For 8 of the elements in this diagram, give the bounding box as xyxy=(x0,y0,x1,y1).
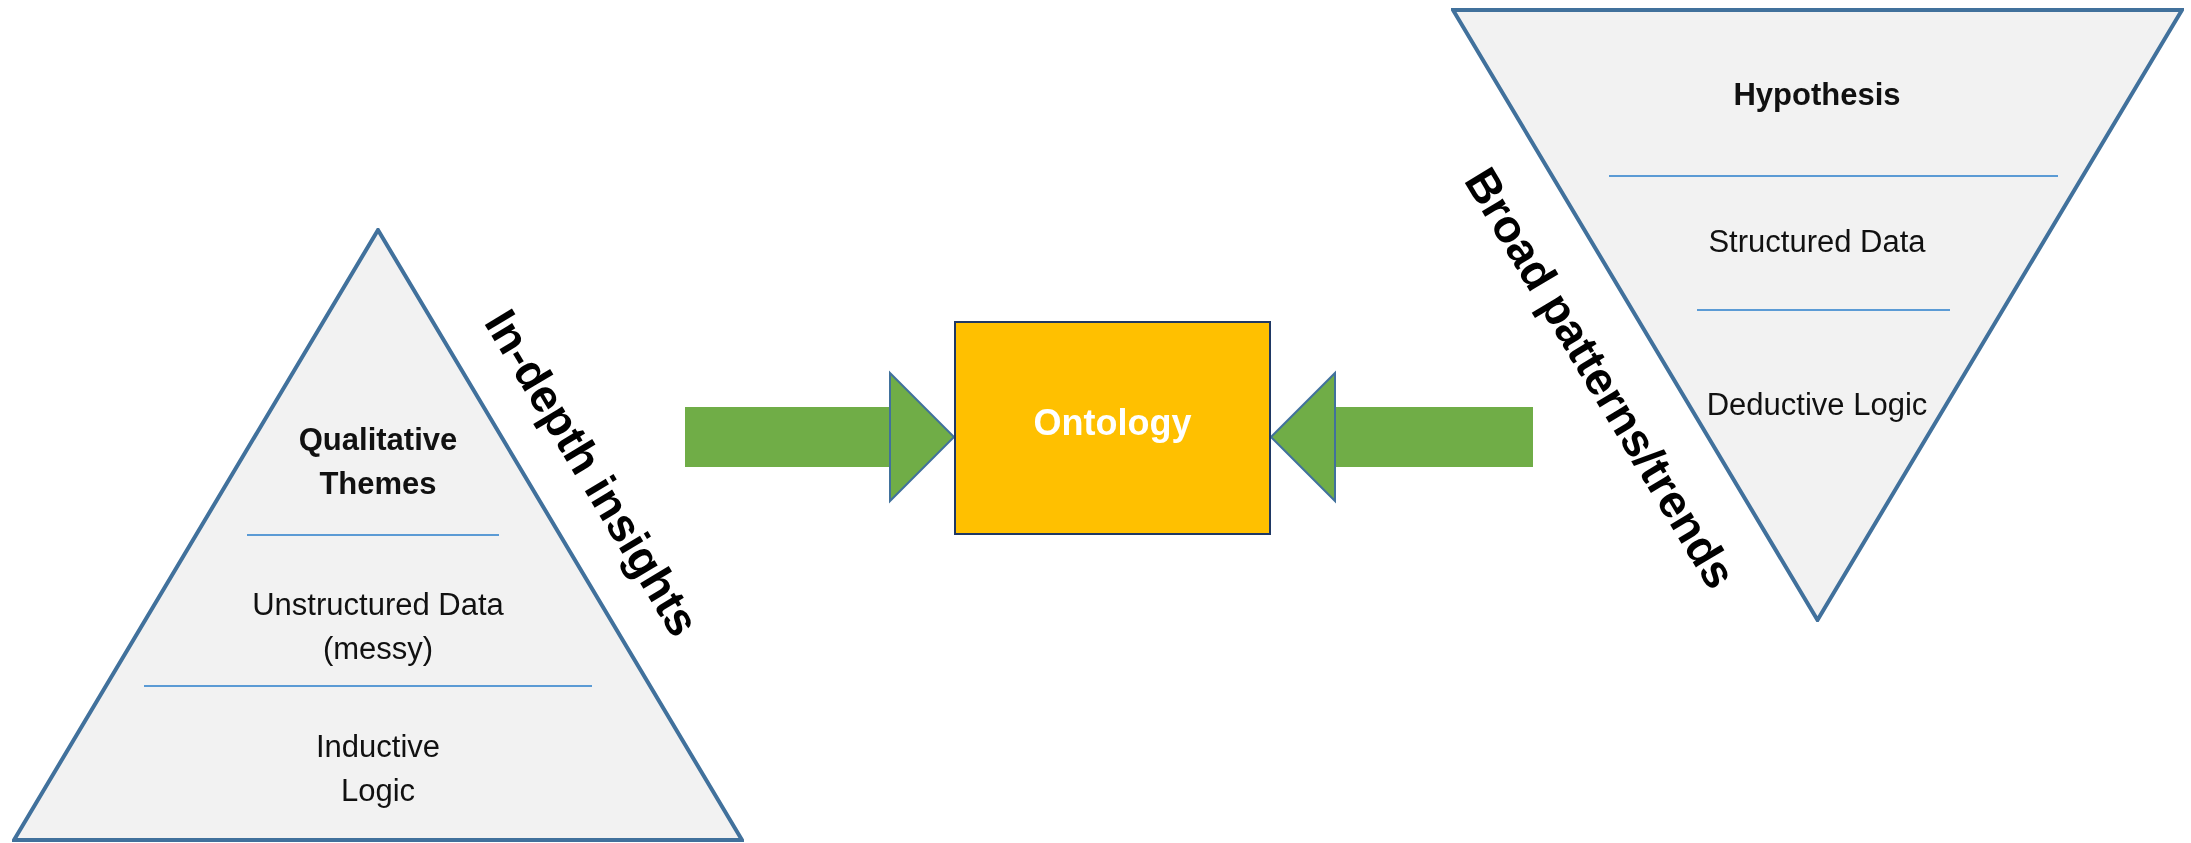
heading: Ontology xyxy=(1032,401,1193,445)
block-arrow xyxy=(1270,372,1533,502)
heading: Hypothesis xyxy=(1732,76,1902,114)
text: Unstructured Data (messy) xyxy=(251,586,505,668)
block-arrow xyxy=(685,372,955,502)
heading: Qualitative Themes xyxy=(297,421,459,503)
text: Structured Data xyxy=(1707,223,1927,261)
text: Inductive Logic xyxy=(314,728,442,810)
